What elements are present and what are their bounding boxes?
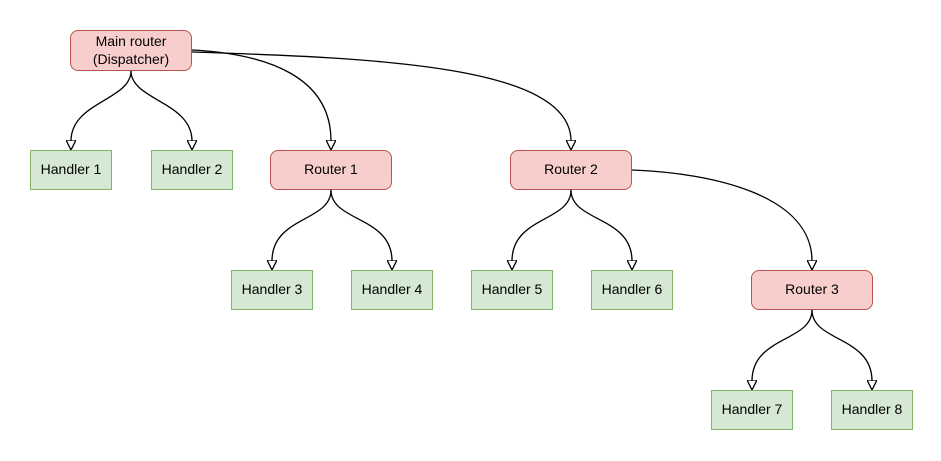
edge-router-2-to-handler-5 <box>512 189 572 261</box>
node-handler-8-label: Handler 8 <box>841 401 903 418</box>
node-router-1: Router 1 <box>270 150 392 190</box>
node-handler-5-label: Handler 5 <box>481 281 543 298</box>
edge-main-router-to-handler-1 <box>71 70 132 141</box>
edge-router-3-to-handler-7 <box>752 309 813 381</box>
node-handler-4: Handler 4 <box>351 270 433 310</box>
edge-main-router-to-handler-2 <box>130 70 192 141</box>
node-handler-2: Handler 2 <box>151 150 233 190</box>
node-handler-3: Handler 3 <box>231 270 313 310</box>
node-handler-1-label: Handler 1 <box>40 161 102 178</box>
node-main-router-label: Main router (Dispatcher) <box>92 33 170 67</box>
edge-router-2-to-router-3 <box>631 169 812 261</box>
node-handler-1: Handler 1 <box>30 150 112 190</box>
node-handler-6-label: Handler 6 <box>601 281 663 298</box>
node-router-2: Router 2 <box>510 150 632 190</box>
node-handler-8: Handler 8 <box>831 390 913 430</box>
node-router-3: Router 3 <box>751 270 873 310</box>
node-router-2-label: Router 2 <box>544 161 598 178</box>
node-main-router: Main router (Dispatcher) <box>70 30 192 71</box>
edge-router-3-to-handler-8 <box>811 309 872 381</box>
node-router-3-label: Router 3 <box>785 281 839 298</box>
node-handler-5: Handler 5 <box>471 270 553 310</box>
edge-main-router-to-router-1 <box>191 49 331 141</box>
node-handler-3-label: Handler 3 <box>241 281 303 298</box>
node-handler-7: Handler 7 <box>711 390 793 430</box>
edge-router-2-to-handler-6 <box>570 189 632 261</box>
node-handler-7-label: Handler 7 <box>721 401 783 418</box>
edge-main-router-to-router-2 <box>191 51 571 141</box>
node-handler-4-label: Handler 4 <box>361 281 423 298</box>
node-handler-6: Handler 6 <box>591 270 673 310</box>
edge-router-1-to-handler-4 <box>330 189 392 261</box>
node-router-1-label: Router 1 <box>304 161 358 178</box>
edge-router-1-to-handler-3 <box>272 189 332 261</box>
node-handler-2-label: Handler 2 <box>161 161 223 178</box>
